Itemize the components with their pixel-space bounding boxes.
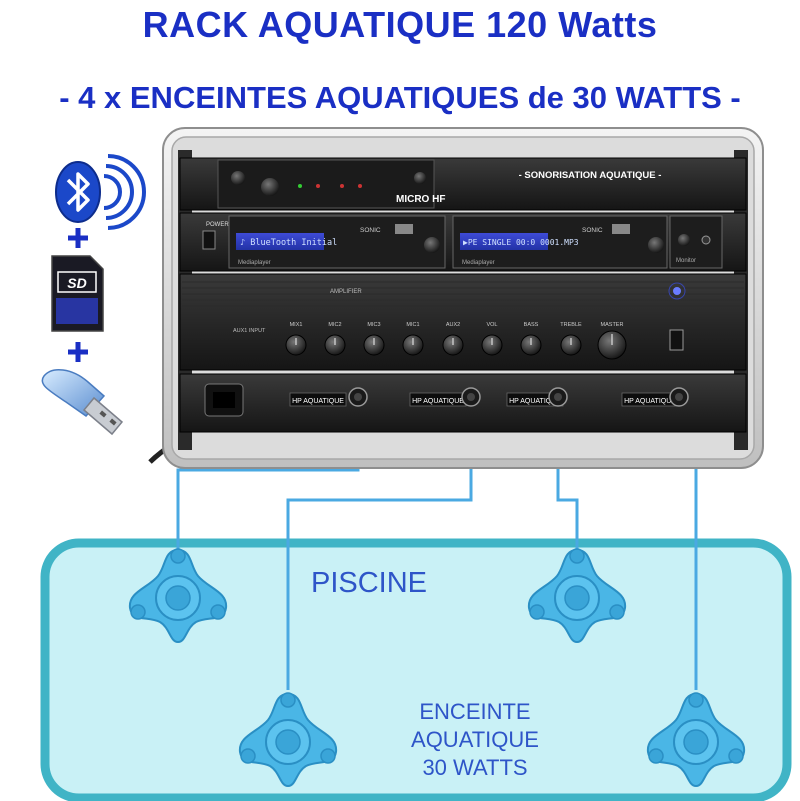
monitor-jack[interactable] — [701, 235, 711, 245]
mediaplayer-2-display-text: ▶PE SINGLE 00:0 0001.MP3 — [463, 238, 579, 247]
audio-sources: SD — [41, 154, 146, 436]
output-label: HP AQUATIQUE — [292, 398, 344, 405]
amplifier-knob-label: AUX2 — [446, 322, 460, 328]
page-subtitle: - 4 x ENCEINTES AQUATIQUES de 30 WATTS - — [59, 80, 741, 115]
speaker-caption-line2: AQUATIQUE — [411, 727, 539, 752]
usb-key-icon — [41, 369, 124, 436]
amplifier-knob-label: MASTER — [601, 322, 624, 328]
micro-volume-knob[interactable] — [231, 171, 245, 185]
rack-unit-amplifier — [179, 273, 747, 371]
mediaplayer-1-track-knob[interactable] — [424, 237, 440, 253]
amplifier-knob-label: TREBLE — [560, 322, 582, 328]
pool-label: PISCINE — [311, 567, 427, 599]
mediaplayer-1-display — [236, 233, 324, 250]
output-label: HP AQUATIQUE — [509, 398, 561, 405]
plus-icon — [68, 342, 88, 362]
speaker-caption-line3: 30 WATTS — [422, 755, 527, 780]
amplifier-power-led — [673, 287, 681, 295]
output-label-box — [289, 392, 347, 407]
sd-card-icon: SD — [51, 255, 104, 332]
amplifier-knob-label: MIC1 — [406, 322, 419, 328]
output-label: HP AQUATIQUE — [624, 398, 676, 405]
mediaplayer-1-caption: Mediaplayer — [238, 260, 271, 266]
output-label: HP AQUATIQUE — [412, 398, 464, 405]
power-switch[interactable] — [202, 230, 216, 250]
bluetooth-icon — [55, 154, 146, 230]
amplifier-knob-label: MIC2 — [328, 322, 341, 328]
amplifier-knob-label: VOL — [486, 322, 497, 328]
micro-hf-label: MICRO HF — [396, 194, 445, 205]
svg-text:SD: SD — [67, 275, 86, 291]
plus-icon — [68, 228, 88, 248]
mediaplayer-2-track-knob[interactable] — [648, 237, 664, 253]
mediaplayer-1-display-text: ♪ BlueTooth Initial — [240, 238, 337, 248]
speaker-caption-line1: ENCEINTE — [419, 699, 530, 724]
monitor-label: Monitor — [676, 258, 696, 264]
mediaplayer-2-caption: Mediaplayer — [462, 260, 495, 266]
monitor-module — [669, 215, 723, 269]
amplifier-knob-label: MIC3 — [367, 322, 380, 328]
page-title: RACK AQUATIQUE 120 Watts — [142, 4, 658, 45]
mediaplayer-2-usb-slot[interactable] — [612, 224, 630, 234]
amplifier-knobs: MIX1 MIC2 MIC3 MIC1 AUX2 VOL BASS TREBLE MASTER — [285, 322, 627, 360]
amplifier-knob-label: MIX1 — [290, 322, 303, 328]
amplifier-knob-label: BASS — [524, 322, 539, 328]
mediaplayer-2-brand: SONIC — [582, 227, 603, 234]
amplifier-title: AMPLIFIER — [330, 289, 362, 295]
micro-level-knob[interactable] — [261, 178, 279, 196]
power-label: POWER — [206, 222, 229, 228]
mediaplayer-1-brand: SONIC — [360, 227, 381, 234]
amplifier-power-switch[interactable] — [669, 329, 684, 351]
rack-top-label: - SONORISATION AQUATIQUE - — [519, 170, 662, 181]
mediaplayer-2-display — [460, 233, 548, 250]
monitor-volume-knob[interactable] — [678, 234, 690, 246]
mediaplayer-1-usb-slot[interactable] — [395, 224, 413, 234]
svg-text:AUX1 INPUT: AUX1 INPUT — [233, 328, 266, 334]
